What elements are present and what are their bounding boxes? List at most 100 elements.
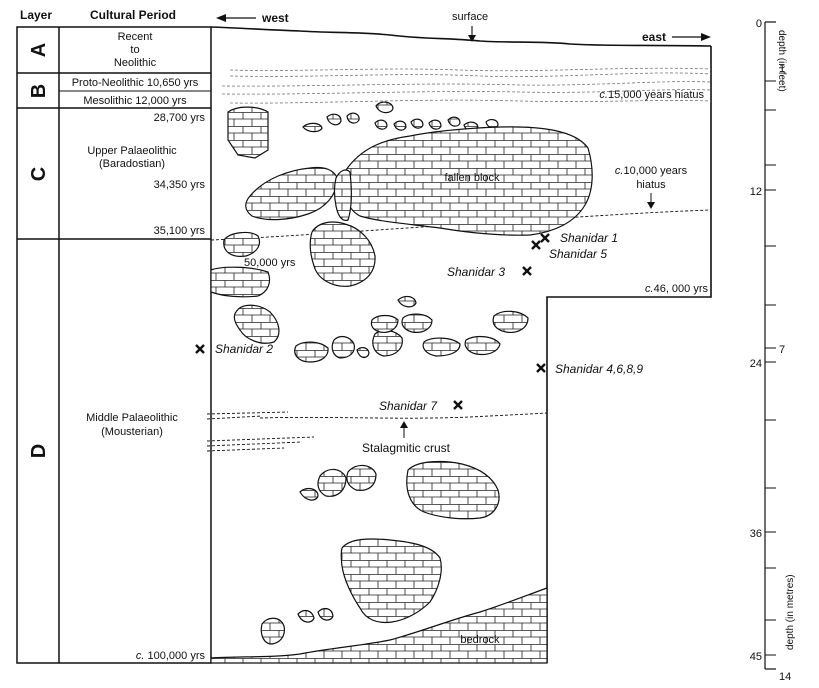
west-arrow xyxy=(216,14,256,22)
section-outline xyxy=(210,26,712,663)
stalagmitic-crust-label: Stalagmitic crust xyxy=(362,441,451,455)
top-rock-11 xyxy=(485,119,499,129)
period-column-header: Cultural Period xyxy=(90,8,176,22)
bottom-rock-1 xyxy=(260,617,285,645)
shanidar-5-marker xyxy=(531,240,541,250)
c46000-text: 46, 000 yrs xyxy=(654,283,709,295)
stalagmitic-crust-arrow xyxy=(400,421,408,438)
bedrock xyxy=(210,587,548,664)
fallen-block-label: fallen block xyxy=(444,172,500,184)
bedrock-label: bedrock xyxy=(460,634,500,646)
layer-c-date-top: 28,700 yrs xyxy=(154,112,206,124)
shanidar-7-label: Shanidar 7 xyxy=(379,399,438,413)
metre-label-1: 1 xyxy=(779,63,785,75)
mid-rock-11 xyxy=(492,310,529,333)
fallen-block xyxy=(343,126,593,236)
hiatus-10000-line1: c.10,000 years xyxy=(615,165,688,177)
layer-d-date-prefix: c. xyxy=(136,650,145,662)
mid-rock-1 xyxy=(233,304,280,344)
surface-label: surface xyxy=(452,11,488,23)
layer-d-period-line2: (Mousterian) xyxy=(101,426,163,438)
narrow-block xyxy=(333,169,352,221)
layer-d-letter: D xyxy=(28,444,50,458)
mid-rock-10 xyxy=(464,335,501,356)
layer-c-period-line2: (Baradostian) xyxy=(99,158,165,170)
rockfall-blocks xyxy=(210,101,593,664)
mid-rock-5 xyxy=(372,329,403,357)
top-rock-1 xyxy=(375,101,394,114)
layer-c-letter: C xyxy=(28,167,50,181)
top-rock-7 xyxy=(410,118,424,129)
layer-d-dashed-lines xyxy=(206,411,315,452)
feet-label-12: 12 xyxy=(750,186,762,198)
top-rock-9 xyxy=(447,116,461,127)
hiatus-10000-prefix: c. xyxy=(615,165,624,177)
mid-rock-7 xyxy=(401,313,433,333)
shanidar-2-marker xyxy=(195,344,205,354)
layer-c-date-bottom: 35,100 yrs xyxy=(154,225,206,237)
low-rock-3 xyxy=(346,464,377,491)
large-lower-block xyxy=(340,538,442,624)
c46000-prefix: c. xyxy=(645,283,654,295)
top-rock-5 xyxy=(374,119,388,130)
hiatus-15000-label: c.15,000 years hiatus xyxy=(599,89,704,101)
layer-boundary-lines xyxy=(210,67,712,419)
mid-rock-8 xyxy=(397,295,417,308)
feet-label-24: 24 xyxy=(750,358,762,370)
layer-d-period-line1: Middle Palaeolithic xyxy=(86,412,178,424)
shanidar-1-marker xyxy=(540,233,550,243)
shanidar-2-label: Shanidar 2 xyxy=(215,342,273,356)
low-rock-2 xyxy=(317,468,347,497)
top-rock-8 xyxy=(428,119,442,130)
layer-a-letter: A xyxy=(28,43,50,57)
hiatus-15000-prefix: c. xyxy=(599,89,608,101)
layer-a-period-line3: Neolithic xyxy=(114,57,157,69)
yrs-50000-label: 50,000 yrs xyxy=(244,257,296,269)
west-label: west xyxy=(261,11,289,25)
block-50000-right xyxy=(309,221,376,287)
hiatus-10000-text: 10,000 years xyxy=(623,165,687,177)
bottom-rock-2 xyxy=(297,609,315,623)
mid-rock-4 xyxy=(356,347,370,359)
low-rock-1 xyxy=(299,487,319,501)
mid-rock-3 xyxy=(331,335,355,359)
hiatus-10000-arrow xyxy=(647,193,655,209)
surface-arrow xyxy=(468,26,476,42)
top-rock-6 xyxy=(393,120,407,131)
hiatus-15000-text: 15,000 years hiatus xyxy=(608,89,705,101)
shanidar-3-label: Shanidar 3 xyxy=(447,265,505,279)
low-rock-4 xyxy=(406,460,500,520)
east-label: east xyxy=(642,30,666,44)
metre-label-14: 14 xyxy=(779,671,791,683)
metre-label-7: 7 xyxy=(779,344,785,356)
left-fallen-block xyxy=(245,166,339,221)
mid-rock-6 xyxy=(370,314,399,333)
layer-a-period-line1: Recent xyxy=(118,31,153,43)
layer-column-header: Layer xyxy=(20,8,52,22)
shanidar-3-marker xyxy=(522,266,532,276)
upper-left-block xyxy=(227,106,269,159)
c46000-label: c.46, 000 yrs xyxy=(645,283,708,295)
layer-d-date-bottom: c. 100,000 yrs xyxy=(136,650,206,662)
top-rock-3 xyxy=(326,113,342,126)
shanidar-5-label: Shanidar 5 xyxy=(549,247,607,261)
top-rock-2 xyxy=(302,122,323,133)
specimen-markers xyxy=(195,233,550,410)
depth-metres-title: depth (in metres) xyxy=(785,574,796,650)
depth-scale xyxy=(764,21,776,670)
layer-c-date-mid: 34,350 yrs xyxy=(154,179,206,191)
east-arrow xyxy=(672,33,711,41)
layer-d-date-value: 100,000 yrs xyxy=(144,650,205,662)
layer-b-letter: B xyxy=(28,84,50,98)
depth-feet-title: depth (in feet) xyxy=(776,30,787,92)
layer-a-period-line2: to xyxy=(130,44,139,56)
layer-c-period-line1: Upper Palaeolithic xyxy=(87,145,177,157)
bottom-rock-3 xyxy=(317,607,334,621)
feet-label-0: 0 xyxy=(756,18,762,30)
shanidar-4689-marker xyxy=(536,363,546,373)
mid-rock-2 xyxy=(294,341,329,363)
feet-label-45: 45 xyxy=(750,651,762,663)
top-rock-4 xyxy=(346,112,360,124)
shanidar-1-label: Shanidar 1 xyxy=(560,231,618,245)
